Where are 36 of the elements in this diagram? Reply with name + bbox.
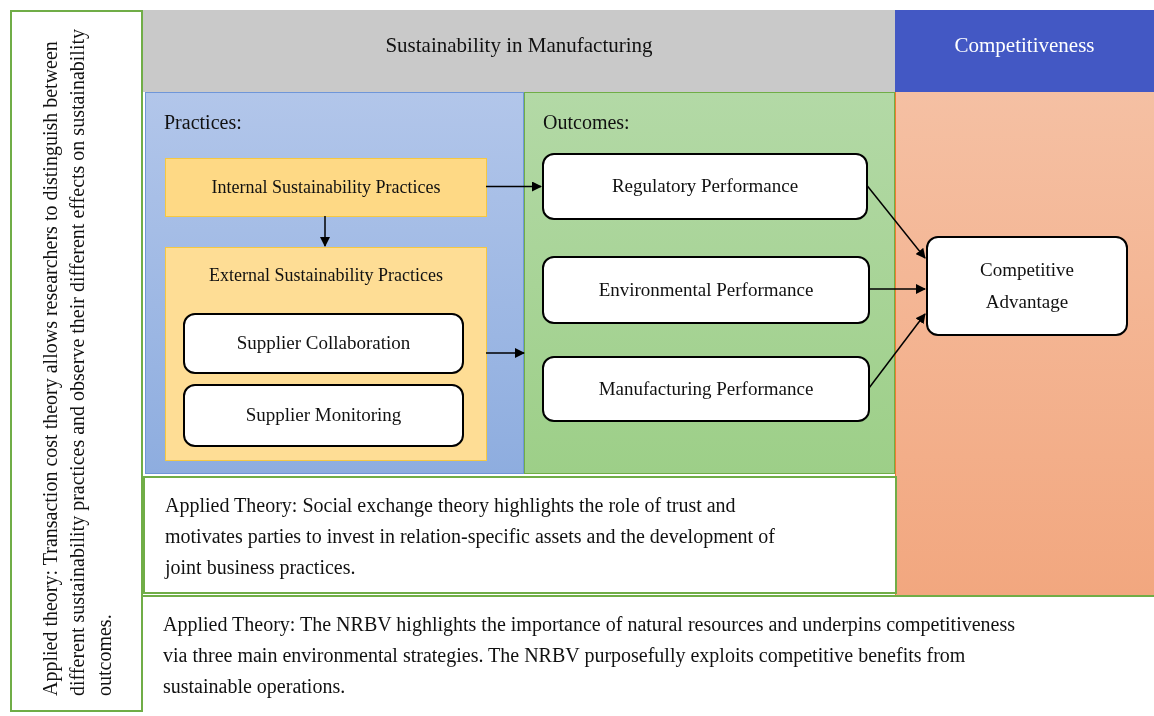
arrow xyxy=(868,313,926,389)
node-label: Supplier Collaboration xyxy=(236,331,411,356)
arrow xyxy=(485,348,525,358)
outcome-box xyxy=(542,256,870,324)
outcome-box xyxy=(542,356,870,422)
node-label: Regulatory Performance xyxy=(611,174,799,199)
theory-text: Applied Theory: The NRBV highlights the importance of natural resources and underpins competitiveness via three main environmental strategies. The NRBV purposefully exploits competitive benefits from sustainable operations. xyxy=(163,612,1017,700)
node-label: Environmental Performance xyxy=(598,277,814,302)
arrow xyxy=(320,215,330,247)
node-label: Competitiveness xyxy=(954,32,1095,59)
theory-panel xyxy=(10,10,143,712)
node-label: Practices: xyxy=(164,110,242,135)
node-label: Supplier Monitoring xyxy=(245,403,402,428)
practice-box xyxy=(183,384,464,447)
node-label: Outcomes: xyxy=(543,110,630,135)
theory-text: Applied theory: Transaction cost theory allows researchers to distinguish between different sustainability practices and observe their different effects on sustainability outcomes. xyxy=(37,28,115,696)
node-label: External Sustainability Practices xyxy=(208,264,444,287)
node-label: Manufacturing Performance xyxy=(598,376,814,401)
theory-text: Applied Theory: Social exchange theory highlights the role of trust and motivates parties to invest in relation-specific assets and the development of joint business practices. xyxy=(165,493,775,581)
outcomes-panel xyxy=(524,92,895,474)
arrow xyxy=(866,184,926,259)
arrow xyxy=(868,284,926,294)
outcome-box xyxy=(926,236,1128,336)
outcome-box xyxy=(542,153,868,220)
node-label: Competitive Advantage xyxy=(979,258,1075,314)
theory-panel xyxy=(143,476,897,594)
competitiveness-panel xyxy=(895,92,1154,595)
arrow xyxy=(485,181,542,192)
practice-box xyxy=(165,247,487,461)
practice-box xyxy=(183,313,464,374)
node-label: Sustainability in Manufacturing xyxy=(385,32,653,59)
practices-panel xyxy=(145,92,524,474)
section-header xyxy=(895,10,1154,92)
node-label: Internal Sustainability Practices xyxy=(211,176,441,199)
practice-box xyxy=(165,158,487,217)
section-header xyxy=(143,10,895,92)
